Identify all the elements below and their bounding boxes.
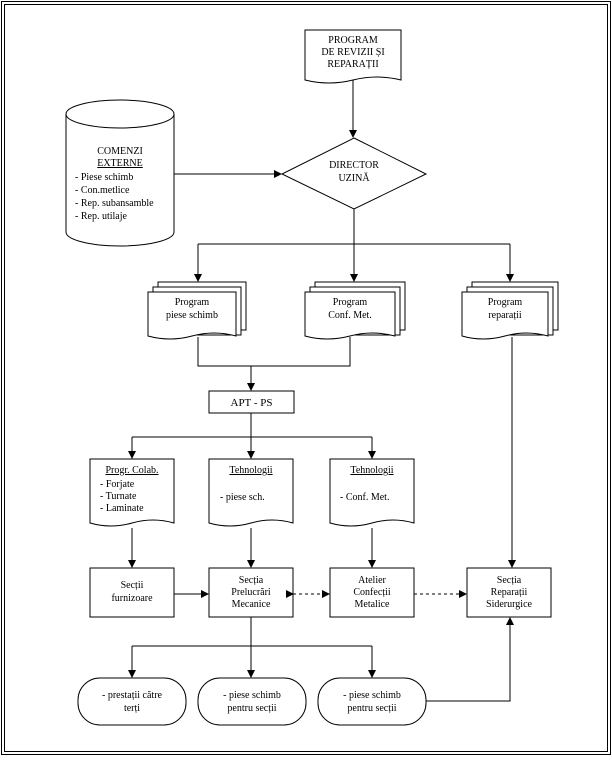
atelier-confectii-node: Atelier Confecții Metalice [329,567,415,618]
output-prestatii-line-1: - prestații către [102,690,163,701]
connectors [128,80,516,702]
comenzi-title-line-1: COMENZI [97,146,143,157]
program-conf-met-node: Program Conf. Met. [304,281,406,340]
output-piese-2-line-2: pentru secții [347,703,396,714]
director-uzina-node: DIRECTOR UZINĂ [280,137,428,210]
atelier-line-3: Metalice [355,599,391,610]
comenzi-title-line-2: EXTERNE [97,158,143,169]
output-prestatii-node: - prestații către terți [77,677,187,726]
progr-colab-item-3: - Laminate [100,503,144,514]
program-piese-schimb-node: Program piese schimb [147,281,247,340]
sectia-reparatii-line-3: Siderurgice [486,599,532,610]
program-reparatii-line-1: Program [488,297,523,308]
atelier-line-1: Atelier [358,575,386,586]
sectia-prelucrari-line-2: Prelucrări [231,587,271,598]
atelier-line-2: Confecții [353,587,390,598]
comenzi-item-3: - Rep. subansamble [75,198,154,209]
sectia-prelucrari-line-1: Secția [239,575,264,586]
tehnologii-conf-node: Tehnologii - Conf. Met. [329,458,415,527]
progr-colab-node: Progr. Colab. - Forjate - Turnate - Lami… [89,458,175,527]
progr-colab-item-2: - Turnate [100,491,137,502]
program-reparatii-line-2: reparații [488,310,522,321]
director-line-2: UZINĂ [338,172,370,184]
output-piese-2-node: - piese schimb pentru secții [317,677,427,726]
tehnologii-2-item: - Conf. Met. [340,492,389,503]
apt-ps-node: APT - PS [208,390,295,414]
output-prestatii-line-2: terți [124,703,140,714]
program-revizii-line-2: DE REVIZII ȘI [321,47,384,58]
sectii-furnizoare-line-2: furnizoare [111,593,153,604]
director-line-1: DIRECTOR [329,160,379,171]
program-revizii-node: PROGRAM DE REVIZII ȘI REPARAȚII [304,29,402,84]
output-piese-1-line-1: - piese schimb [223,690,281,701]
program-conf-line-1: Program [333,297,368,308]
sectia-prelucrari-line-3: Mecanice [232,599,271,610]
output-piese-1-line-2: pentru secții [227,703,276,714]
tehnologii-2-title: Tehnologii [350,465,393,476]
comenzi-externe-node: COMENZI EXTERNE - Piese schimb - Con.met… [65,99,175,247]
program-reparatii-node: Program reparații [461,281,559,340]
tehnologii-1-title: Tehnologii [229,465,272,476]
sectia-prelucrari-node: Secția Prelucrări Mecanice [208,567,294,618]
comenzi-item-1: - Piese schimb [75,172,133,183]
progr-colab-title: Progr. Colab. [105,465,158,476]
line-programs-merge [197,337,351,367]
program-conf-line-2: Conf. Met. [328,310,372,321]
comenzi-item-4: - Rep. utilaje [75,211,127,222]
sectia-reparatii-line-2: Reparații [491,587,528,598]
output-piese-1-node: - piese schimb pentru secții [197,677,307,726]
program-piese-line-1: Program [175,297,210,308]
progr-colab-item-1: - Forjate [100,479,135,490]
program-piese-line-2: piese schimb [166,310,218,321]
output-piese-2-line-1: - piese schimb [343,690,401,701]
arrow-output-to-reparatii [426,617,514,702]
tehnologii-piese-node: Tehnologii - piese sch. [208,458,294,527]
sectia-reparatii-node: Secția Reparații Siderurgice [466,567,552,618]
sectii-furnizoare-node: Secții furnizoare [89,567,175,618]
program-revizii-line-3: REPARAȚII [327,59,378,70]
program-revizii-line-1: PROGRAM [328,35,378,46]
sectia-reparatii-line-1: Secția [497,575,522,586]
sectii-furnizoare-line-1: Secții [121,580,144,591]
tehnologii-1-item: - piese sch. [220,492,265,503]
apt-ps-label: APT - PS [231,397,273,409]
comenzi-item-2: - Con.metlice [75,185,130,196]
inner-border [4,4,608,752]
